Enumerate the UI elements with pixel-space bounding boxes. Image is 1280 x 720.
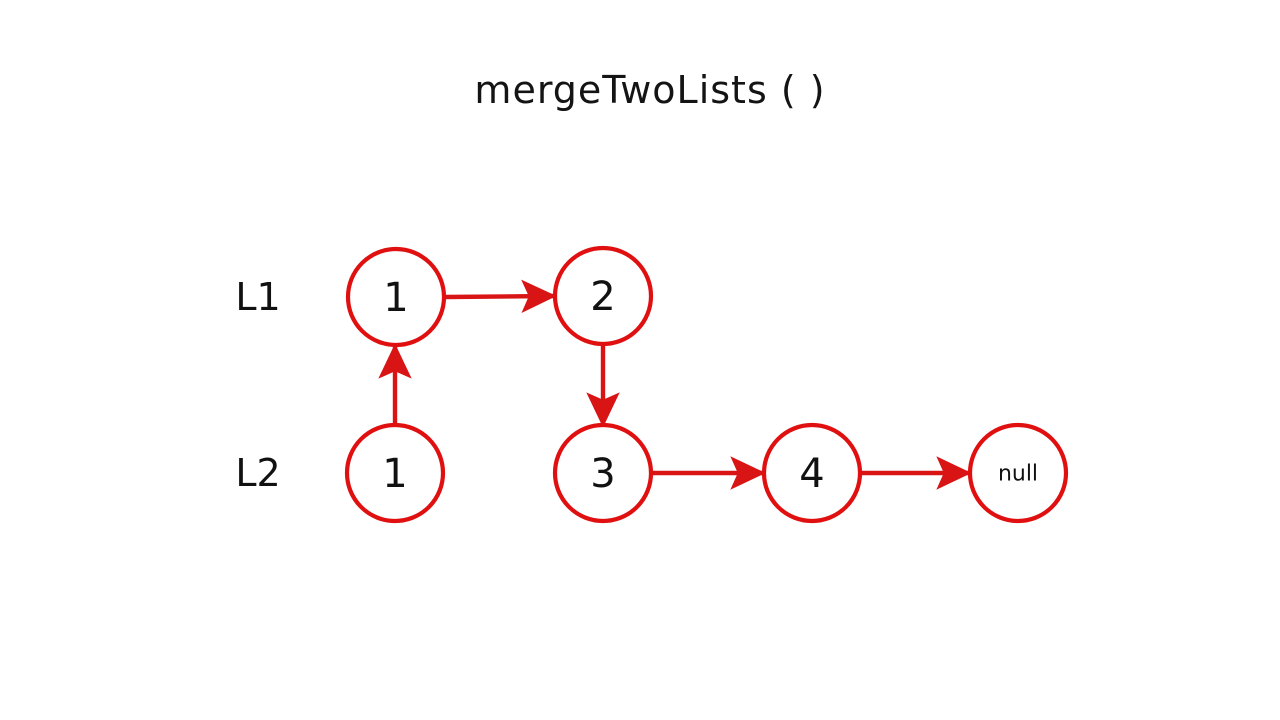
node-circle[interactable]	[552, 245, 654, 347]
node-value: 1	[383, 275, 408, 321]
node-l2-4[interactable]: 4	[761, 422, 863, 524]
node-value: 2	[590, 274, 615, 320]
node-l2-3[interactable]: 3	[552, 422, 654, 524]
row-label-l1: L1	[235, 275, 280, 319]
node-group: 1 2 1 3 4 null	[344, 245, 1069, 524]
node-value: 4	[799, 451, 824, 497]
edge-group	[378, 279, 972, 490]
node-l1-1[interactable]: 1	[345, 246, 447, 348]
node-circle[interactable]	[344, 422, 446, 524]
node-l2-null[interactable]: null	[967, 422, 1069, 524]
node-l1-2[interactable]: 2	[552, 245, 654, 347]
node-value: 3	[590, 451, 615, 497]
node-circle[interactable]	[345, 246, 447, 348]
node-circle[interactable]	[552, 422, 654, 524]
edge-l1n1-to-l1n2	[445, 279, 557, 314]
page-title: mergeTwoLists ( )	[474, 68, 825, 112]
row-label-l2: L2	[235, 451, 280, 495]
node-value: null	[998, 462, 1038, 487]
node-value: 1	[382, 451, 407, 497]
node-circle[interactable]	[761, 422, 863, 524]
node-circle[interactable]	[967, 422, 1069, 524]
node-l2-1[interactable]: 1	[344, 422, 446, 524]
